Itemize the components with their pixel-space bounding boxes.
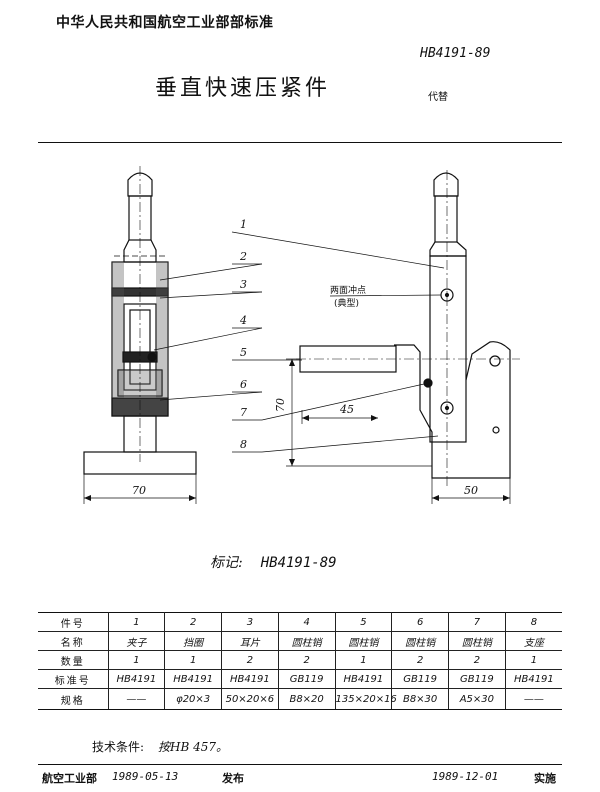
- table-cell: 圆柱销: [334, 631, 393, 651]
- right-view: [286, 170, 520, 504]
- callout-3: 3: [240, 278, 247, 291]
- dim-right-width: 50: [464, 484, 478, 497]
- callout-2: 2: [239, 250, 247, 263]
- row-label: 标准号: [38, 669, 109, 689]
- footer-effective-word: 实施: [534, 772, 556, 785]
- table-cell: 1: [107, 612, 166, 632]
- table-cell: 夹子: [107, 631, 166, 651]
- table-cell: 2: [164, 612, 222, 632]
- standard-number: HB4191-89: [420, 46, 491, 61]
- table-cell: HB4191: [504, 669, 562, 689]
- callout-1: 1: [240, 218, 247, 231]
- marking-code: HB4191-89: [260, 555, 337, 571]
- table-cell: B8×30: [391, 688, 449, 710]
- footer-publisher: 航空工业部: [42, 772, 97, 785]
- table-cell: 3: [221, 612, 279, 632]
- callout-7: 7: [240, 406, 247, 419]
- table-cell: 50×20×6: [221, 688, 279, 710]
- table-cell: 1: [164, 650, 222, 670]
- table-cell: 1: [334, 650, 393, 670]
- row-label: 件号: [38, 612, 109, 632]
- footer-issue-word: 发布: [222, 772, 244, 785]
- callout-8: 8: [240, 438, 247, 451]
- table-cell: 5: [334, 612, 393, 632]
- left-view: [83, 166, 197, 504]
- table-cell: GB119: [277, 669, 336, 689]
- technical-conditions: 技术条件: 按HB 457。: [92, 738, 228, 755]
- table-cell: 8: [504, 612, 562, 632]
- table-row: 名称夹子挡圈耳片圆柱销圆柱销圆柱销圆柱销支座: [38, 631, 562, 651]
- table-cell: 2: [448, 650, 506, 670]
- table-cell: B8×20: [277, 688, 336, 710]
- table-cell: 2: [391, 650, 449, 670]
- table-cell: ——: [504, 688, 562, 710]
- table-cell: 2: [277, 650, 336, 670]
- footer-issue-date: 1989-05-13: [112, 770, 179, 783]
- table-cell: 1: [107, 650, 166, 670]
- table-cell: HB4191: [221, 669, 279, 689]
- note-punch: 两面冲点: [330, 284, 366, 296]
- table-cell: 圆柱销: [277, 631, 336, 651]
- row-label: 数量: [38, 650, 109, 670]
- table-cell: HB4191: [334, 669, 393, 689]
- table-cell: HB4191: [164, 669, 222, 689]
- table-cell: φ20×3: [164, 688, 222, 710]
- dim-arm: 45: [339, 403, 354, 416]
- table-cell: A5×30: [448, 688, 506, 710]
- table-cell: 圆柱销: [448, 631, 506, 651]
- callout-4: 4: [239, 314, 247, 327]
- tech-value: 按HB 457。: [158, 740, 229, 754]
- table-cell: HB4191: [107, 669, 166, 689]
- table-cell: 4: [277, 612, 336, 632]
- table-cell: 1: [504, 650, 562, 670]
- table-cell: 135×20×16: [334, 688, 397, 710]
- header-organization: 中华人民共和国航空工业部部标准: [56, 15, 274, 31]
- marking-line: 标记: HB4191-89: [210, 552, 337, 572]
- row-label: 名称: [38, 631, 109, 651]
- note-typical: (典型): [334, 297, 359, 309]
- table-cell: 支座: [504, 631, 562, 651]
- tech-label: 技术条件:: [92, 740, 145, 754]
- table-cell: 圆柱销: [391, 631, 449, 651]
- callout-6: 6: [240, 378, 247, 391]
- leader-lines: [153, 231, 445, 453]
- table-cell: 6: [391, 612, 449, 632]
- dim-left-width: 70: [132, 484, 146, 497]
- callout-5: 5: [240, 346, 247, 359]
- table-cell: 7: [448, 612, 506, 632]
- header-rule: [38, 142, 562, 143]
- footer-rule: [38, 764, 562, 765]
- table-cell: 挡圈: [164, 631, 222, 651]
- marking-label: 标记:: [210, 555, 243, 571]
- dim-height: 70: [274, 398, 287, 412]
- document-title: 垂直快速压紧件: [155, 76, 331, 101]
- table-cell: ——: [107, 688, 166, 710]
- table-cell: GB119: [391, 669, 449, 689]
- table-cell: GB119: [448, 669, 506, 689]
- table-cell: 2: [221, 650, 279, 670]
- replaces-label: 代替: [428, 92, 448, 103]
- table-cell: 耳片: [221, 631, 279, 651]
- row-label: 规格: [38, 688, 109, 710]
- footer-effective-date: 1989-12-01: [432, 770, 499, 783]
